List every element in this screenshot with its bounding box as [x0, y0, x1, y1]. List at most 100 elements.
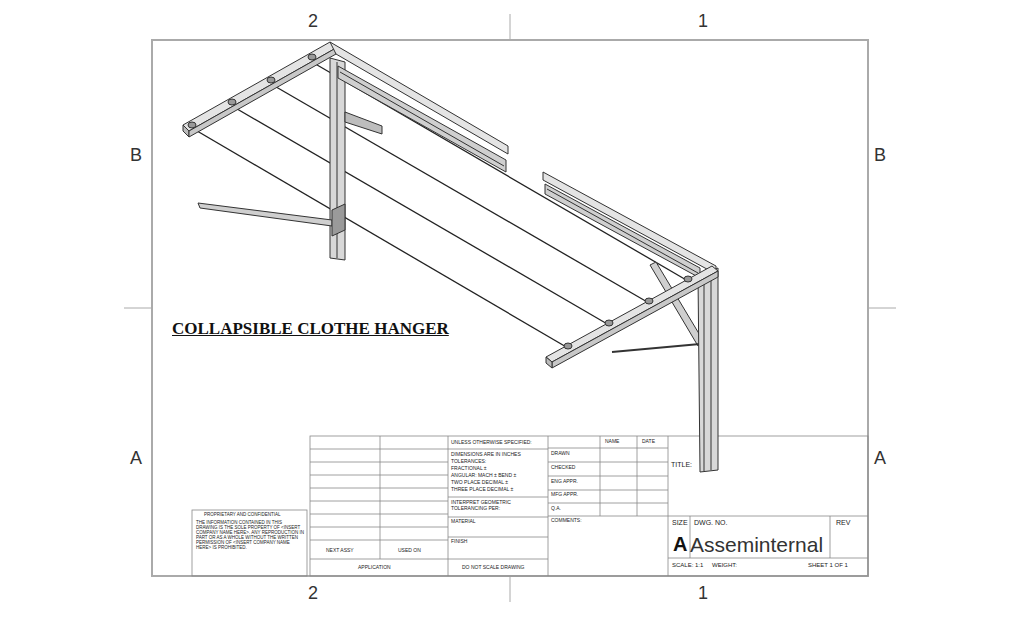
rail-edge: [547, 189, 698, 273]
block-cell: APPLICATION: [358, 565, 391, 571]
zone-label: 1: [698, 584, 708, 604]
grid-line: [310, 514, 448, 515]
block-cell: WEIGHT:: [712, 562, 737, 569]
block-note: TOLERANCES:: [451, 459, 486, 465]
peg: [684, 276, 692, 282]
zone-tick: [510, 14, 511, 40]
arm-end: [546, 357, 552, 368]
title-block-frame: [310, 436, 868, 576]
block-note: INTERPRET GEOMETRIC TOLERANCING PER:: [451, 500, 545, 511]
zone-tick: [510, 576, 511, 602]
drawing-title: COLLAPSIBLE CLOTHE HANGER: [172, 320, 449, 339]
grid-line: [448, 449, 548, 450]
grid-line: [548, 476, 668, 477]
tie-rod: [612, 344, 700, 352]
arm-side: [189, 48, 336, 137]
grid-line: [310, 501, 448, 502]
block-cell: COMMENTS:: [551, 518, 582, 524]
block-cell: NAME: [605, 439, 619, 445]
grid-line: [448, 497, 548, 498]
proprietary-box: [192, 510, 307, 576]
block-cell: SCALE: 1:1: [672, 562, 703, 569]
zone-label: B: [130, 146, 142, 166]
block-note: DIMENSIONS ARE IN INCHES: [451, 452, 521, 458]
peg: [267, 77, 275, 83]
wire: [312, 62, 688, 281]
grid-line: [448, 436, 449, 576]
zone-label: A: [130, 449, 142, 469]
block-cell: REV: [836, 519, 850, 527]
brace-plate: [332, 204, 345, 236]
grid-line: [548, 448, 668, 449]
block-cell: NEXT ASSY: [326, 548, 354, 554]
grid-line: [310, 559, 548, 560]
hanger-illustration: [183, 42, 718, 472]
rail-channel: [545, 184, 700, 278]
grid-line: [830, 516, 831, 558]
peg: [564, 343, 572, 349]
grid-line: [668, 436, 669, 576]
grid-line: [548, 490, 668, 491]
left-brace: [198, 203, 332, 226]
block-cell: TITLE:: [671, 461, 692, 469]
peg: [308, 54, 316, 60]
block-cell: DO NOT SCALE DRAWING: [462, 565, 525, 571]
sheet-border: [152, 40, 868, 576]
block-cell: CHECKED: [551, 465, 575, 471]
rail-channel: [338, 66, 506, 172]
peg: [645, 298, 653, 304]
arm-side: [552, 271, 718, 368]
wire: [271, 84, 649, 303]
block-cell: DATE: [642, 439, 655, 445]
zone-tick: [124, 308, 152, 309]
post-edge: [704, 275, 705, 471]
grid-line: [548, 503, 668, 504]
block-cell: DWG. NO.: [694, 519, 727, 527]
zone-label: 1: [698, 12, 708, 32]
grid-line: [310, 488, 448, 489]
block-note: MATERIAL: [451, 519, 476, 525]
block-note: FRACTIONAL ±: [451, 466, 487, 472]
block-cell: DRAWN: [551, 451, 570, 457]
block-note: FINISH: [451, 539, 467, 545]
grid-line: [448, 537, 548, 538]
block-note: TWO PLACE DECIMAL ±: [451, 480, 508, 486]
grid-line: [548, 436, 549, 576]
peg: [228, 99, 236, 105]
left-post: [330, 58, 345, 260]
right-arm: [546, 266, 718, 362]
logo-mark: A: [673, 533, 687, 555]
grid-line: [448, 517, 548, 518]
peg: [188, 122, 196, 128]
right-post: [698, 268, 718, 472]
block-note: ANGULAR: MACH ± BEND ±: [451, 473, 516, 479]
zone-tick: [868, 308, 896, 309]
grid-line: [310, 475, 448, 476]
grid-line: [548, 462, 668, 463]
top-rail: [543, 172, 716, 274]
grid-line: [548, 516, 868, 517]
zone-label: A: [874, 449, 886, 469]
block-cell: SHEET 1 OF 1: [808, 562, 848, 569]
zone-label: 2: [308, 12, 318, 32]
company-name: Asseminternal: [690, 533, 823, 556]
grid-line: [668, 558, 868, 559]
zone-label: 2: [308, 584, 318, 604]
block-cell: Q.A.: [551, 506, 561, 512]
rail-edge: [340, 72, 504, 166]
top-rail: [330, 42, 508, 154]
peg: [605, 320, 613, 326]
post-edge: [711, 272, 712, 470]
left-arm: [183, 42, 336, 131]
block-cell: USED ON: [398, 548, 421, 554]
zone-label: B: [874, 146, 886, 166]
block-cell: MFG APPR.: [551, 492, 578, 498]
block-note: THREE PLACE DECIMAL ±: [451, 487, 513, 493]
grid-line: [310, 449, 448, 450]
block-cell: SIZE: [672, 519, 688, 527]
wire: [192, 128, 568, 348]
grid-line: [310, 540, 448, 541]
bracket: [345, 112, 382, 134]
